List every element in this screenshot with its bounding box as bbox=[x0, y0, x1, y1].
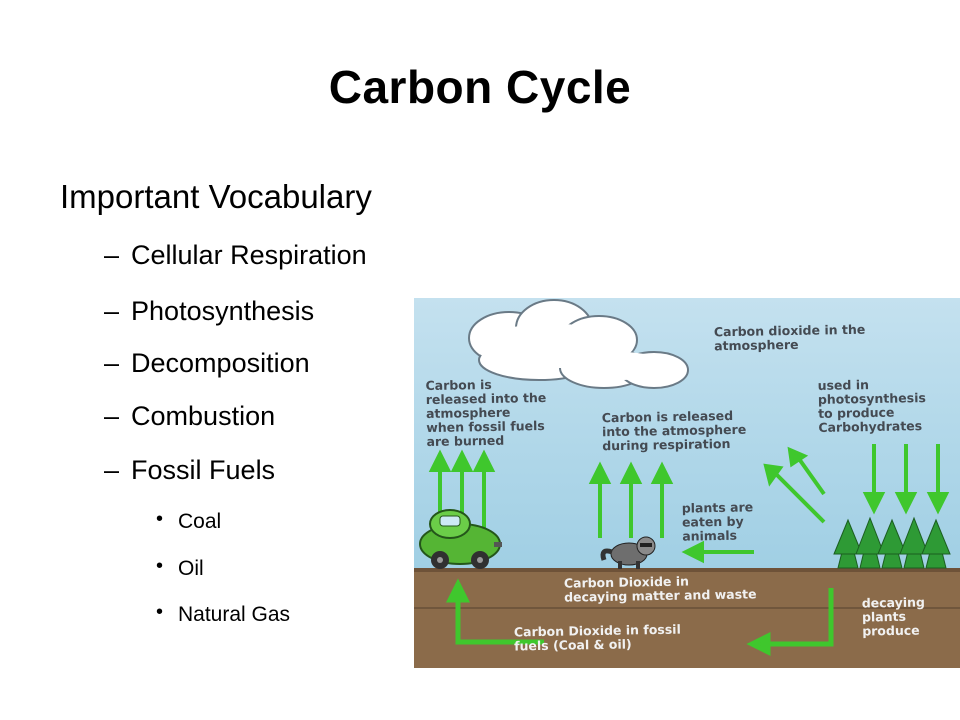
eaten-label: plants are eaten by animals bbox=[681, 499, 754, 544]
term-label: Photosynthesis bbox=[131, 296, 315, 326]
respiration-label: Carbon is released into the atmosphere d… bbox=[601, 407, 747, 454]
term-label: Decomposition bbox=[131, 348, 310, 378]
dash-marker: – bbox=[104, 455, 120, 485]
ground-line bbox=[414, 568, 960, 572]
term-item: –Photosynthesis bbox=[104, 296, 314, 327]
raccoon-icon bbox=[600, 536, 656, 569]
decaying-plants-label: decaying plants produce bbox=[861, 594, 926, 639]
term-item: –Decomposition bbox=[104, 348, 310, 379]
car-icon bbox=[419, 509, 502, 569]
tree-icon bbox=[833, 516, 951, 569]
arrow-icon bbox=[862, 444, 950, 515]
combustion-label: Carbon is released into the atmosphere w… bbox=[425, 376, 547, 450]
bullet-dot: • bbox=[156, 508, 164, 530]
photosynthesis-label: used in photosynthesis to produce Carboh… bbox=[817, 377, 927, 435]
dash-marker: – bbox=[104, 296, 120, 326]
bullet-dot: • bbox=[156, 555, 164, 577]
fuel-label: Oil bbox=[178, 557, 204, 580]
soil-layer bbox=[414, 570, 960, 668]
fuel-label: Coal bbox=[178, 510, 222, 533]
bullet-dot: • bbox=[156, 601, 164, 623]
arrow-icon bbox=[445, 578, 834, 657]
term-item: –Cellular Respiration bbox=[104, 240, 367, 271]
atmosphere-label: Carbon dioxide in the atmosphere bbox=[713, 321, 866, 354]
vocabulary-heading: Important Vocabulary bbox=[60, 178, 372, 215]
carbon-cycle-diagram: Carbon dioxide in the atmosphere Carbon … bbox=[414, 298, 960, 668]
term-label: Cellular Respiration bbox=[131, 240, 367, 270]
term-label: Combustion bbox=[131, 401, 276, 431]
slide-title: Carbon Cycle bbox=[328, 61, 632, 113]
arrow-icon bbox=[763, 446, 826, 524]
term-item: –Combustion bbox=[104, 401, 275, 432]
diagram-canvas bbox=[414, 298, 960, 668]
cloud-fill bbox=[474, 324, 669, 380]
arrow-icon bbox=[588, 461, 674, 538]
dash-marker: – bbox=[104, 401, 120, 431]
fossil-fuels-label: Carbon Dioxide in fossil fuels (Coal & o… bbox=[513, 621, 681, 654]
dash-marker: – bbox=[104, 348, 120, 378]
term-item: –Fossil Fuels bbox=[104, 455, 275, 486]
arrow-icon bbox=[681, 540, 754, 564]
term-label: Fossil Fuels bbox=[131, 455, 276, 485]
dash-marker: – bbox=[104, 240, 120, 270]
fuel-label: Natural Gas bbox=[178, 603, 291, 626]
decaying-matter-label: Carbon Dioxide in decaying matter and wa… bbox=[563, 573, 757, 605]
